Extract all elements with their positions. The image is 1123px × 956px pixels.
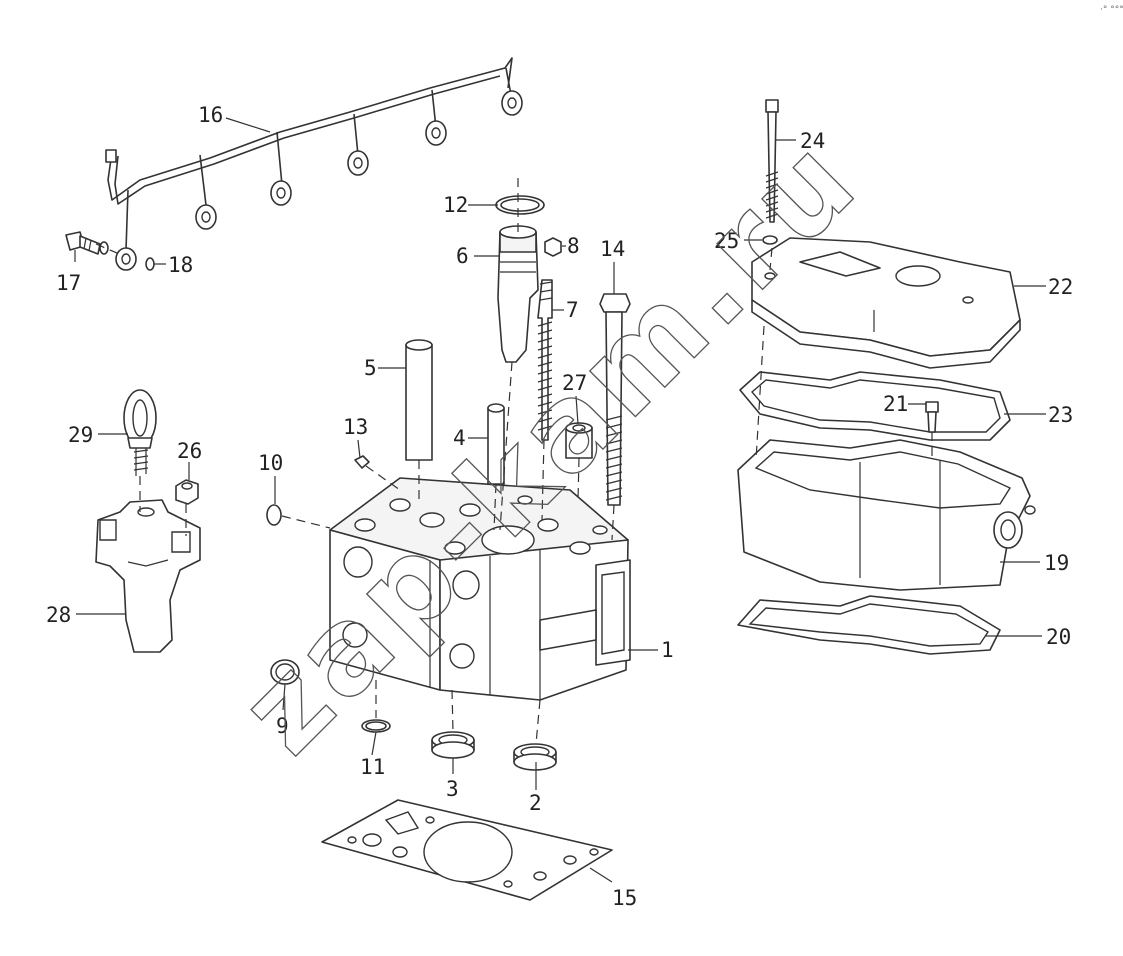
- callout-15: 15: [612, 886, 637, 910]
- callout-20: 20: [1046, 625, 1071, 649]
- nut-8: [544, 237, 562, 257]
- bolt-24: [765, 99, 779, 223]
- callout-1: 1: [661, 638, 674, 662]
- callout-23: 23: [1048, 403, 1073, 427]
- callout-7: 7: [566, 298, 579, 322]
- callout-22: 22: [1048, 275, 1073, 299]
- plug-9: [270, 659, 300, 685]
- callout-11: 11: [360, 755, 385, 779]
- screw-21: [925, 401, 939, 433]
- stud-7: [537, 279, 553, 441]
- o-ring-12: [495, 195, 545, 215]
- head-gasket-15: [321, 799, 613, 901]
- callout-8: 8: [567, 234, 580, 258]
- cover-gasket-23: [739, 371, 1011, 441]
- pin-4: [487, 403, 505, 485]
- callout-17: 17: [56, 271, 81, 295]
- nut-26: [175, 479, 199, 505]
- injector-6: [497, 225, 539, 363]
- callout-4: 4: [453, 426, 466, 450]
- callout-25: 25: [714, 229, 739, 253]
- corner-mark: ·° °°°: [1100, 5, 1123, 15]
- fuel-line-16: [105, 57, 523, 271]
- sleeve-27: [565, 422, 593, 459]
- callout-21: 21: [883, 392, 908, 416]
- cover-housing-19: [737, 439, 1036, 591]
- head-bolt-14: [599, 293, 631, 506]
- callout-18: 18: [168, 253, 193, 277]
- callout-9: 9: [276, 714, 289, 738]
- callout-5: 5: [364, 356, 377, 380]
- callout-12: 12: [443, 193, 468, 217]
- leader-lines: [74, 117, 1046, 883]
- tube-5: [405, 339, 433, 461]
- cylinder-head-1: [329, 477, 631, 701]
- valve-seal-3: [431, 731, 475, 759]
- banjo-bolt-17: [65, 231, 101, 255]
- callout-3: 3: [446, 777, 459, 801]
- callout-19: 19: [1044, 551, 1069, 575]
- callout-26: 26: [177, 439, 202, 463]
- callout-24: 24: [800, 129, 825, 153]
- callout-28: 28: [46, 603, 71, 627]
- callout-29: 29: [68, 423, 93, 447]
- callout-14: 14: [600, 237, 625, 261]
- lifting-eye-29: [123, 389, 157, 476]
- callout-16: 16: [198, 103, 223, 127]
- valve-cover-22: [751, 237, 1021, 369]
- housing-gasket-20: [737, 595, 1001, 655]
- callout-6: 6: [456, 244, 469, 268]
- callout-labels: 1 2 3 4 5 6 7 8 9 10 11 12 13 14 15 16 1…: [46, 103, 1073, 910]
- valve-seal-2: [513, 743, 557, 771]
- plug-10: [266, 504, 282, 526]
- assembly-axes: [95, 178, 933, 745]
- callout-2: 2: [529, 791, 542, 815]
- injector-clamp-28: [95, 499, 201, 653]
- washer-25: [762, 235, 778, 245]
- callout-13: 13: [343, 415, 368, 439]
- callout-27: 27: [562, 371, 587, 395]
- callout-10: 10: [258, 451, 283, 475]
